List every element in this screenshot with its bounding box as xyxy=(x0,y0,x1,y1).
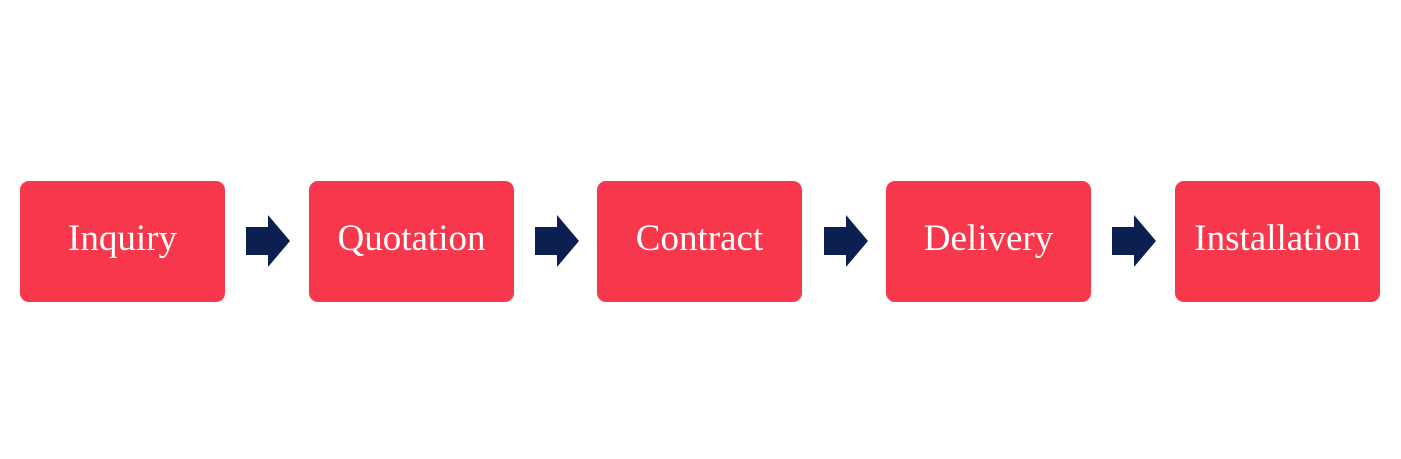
step-label: Inquiry xyxy=(68,218,177,259)
step-contract: Contract xyxy=(597,181,802,302)
step-label: Installation xyxy=(1194,218,1361,259)
step-label: Quotation xyxy=(337,218,486,259)
right-arrow-icon xyxy=(246,215,290,267)
step-quotation: Quotation xyxy=(309,181,514,302)
right-arrow-icon xyxy=(824,215,868,267)
step-installation: Installation xyxy=(1175,181,1380,302)
step-delivery: Delivery xyxy=(886,181,1091,302)
right-arrow-icon xyxy=(535,215,579,267)
right-arrow-icon xyxy=(1112,215,1156,267)
step-label: Contract xyxy=(635,218,764,259)
step-inquiry: Inquiry xyxy=(20,181,225,302)
step-label: Delivery xyxy=(923,218,1054,259)
